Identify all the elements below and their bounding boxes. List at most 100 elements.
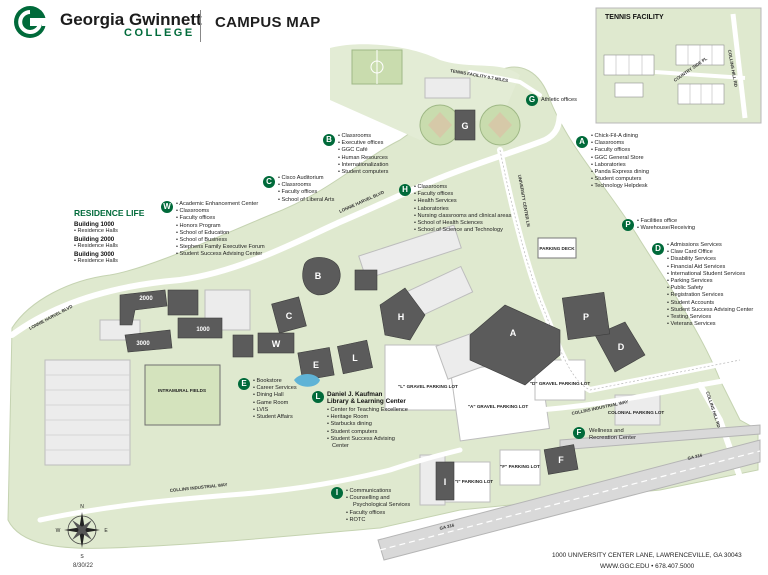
- residence-list: Building 1000 • Residence Halls Building…: [74, 221, 118, 264]
- legend-F-text: Wellness and Recreation Center: [589, 428, 636, 443]
- badge-D: D: [652, 243, 664, 255]
- building-3000: [124, 329, 173, 353]
- lot-label: "F" PARKING LOT: [500, 464, 540, 469]
- legend-item: Veterans Services: [667, 321, 753, 328]
- lot-label: COLONIAL PARKING LOT: [608, 410, 665, 415]
- legend-item: Recreation Center: [589, 435, 637, 442]
- building-letter: H: [398, 312, 405, 322]
- legend-item: Student Success Advising Center: [176, 251, 265, 258]
- legend-L-list: Center for Teaching Excellence Heritage …: [327, 407, 408, 450]
- legend-item: School of Liberal Arts: [278, 197, 335, 204]
- page-title: CAMPUS MAP: [215, 14, 321, 31]
- legend-item: Human Resources: [338, 155, 388, 162]
- legend-item: Faculty offices: [414, 191, 511, 198]
- legend-item: Center: [332, 443, 349, 450]
- compass-rose: [64, 512, 100, 548]
- legend-item: Classrooms: [278, 182, 334, 189]
- ggc-logo-icon: [14, 6, 46, 38]
- legend-item: Student Accounts: [667, 300, 753, 307]
- legend-L-title: Daniel J. Kaufman: [327, 391, 383, 398]
- legend-item: Academic Enhancement Center: [176, 201, 265, 208]
- legend-item: Counselling and: [346, 495, 410, 502]
- residence-building-detail: • Residence Halls: [74, 258, 118, 264]
- legend-item: Claw Card Office: [667, 249, 753, 256]
- legend-item: Classrooms: [414, 184, 511, 191]
- building-D: [594, 321, 646, 373]
- compass-w: W: [56, 528, 61, 534]
- legend-item: Testing Services: [667, 314, 753, 321]
- residence-label: 3000: [136, 341, 150, 347]
- lot-label: "I" PARKING LOT: [455, 479, 493, 484]
- legend-item: Student computers: [338, 169, 389, 176]
- legend-item: Faculty offices: [176, 215, 265, 222]
- header-divider: [200, 10, 201, 42]
- legend-item: School of Business: [176, 237, 265, 244]
- residence-building-detail: • Residence Halls: [74, 228, 118, 234]
- building-letter: W: [272, 339, 281, 349]
- lot-F: [499, 449, 541, 486]
- badge-C: C: [263, 176, 275, 188]
- brand-subtitle: COLLEGE: [124, 27, 195, 39]
- legend-item: Wellness and: [589, 428, 624, 434]
- legend-B-list: Classrooms Executive offices GGC Café Hu…: [338, 133, 389, 176]
- legend-item: Communications: [346, 488, 410, 495]
- road-collins-hill-rd: [697, 382, 751, 503]
- legend-item: Laboratories: [414, 206, 511, 213]
- road-label: GA 316: [439, 522, 455, 531]
- legend-item: Classrooms: [338, 133, 388, 140]
- legend-item: GGC General Store: [591, 155, 649, 162]
- badge-G: G: [526, 94, 538, 106]
- legend-item: Disability Services: [667, 256, 753, 263]
- legend-C-list: Cisco Auditorium Classrooms Faculty offi…: [278, 175, 335, 204]
- legend-item: Chick-Fil-A dining: [591, 133, 649, 140]
- building-letter: A: [510, 328, 517, 338]
- building-1000: [177, 317, 223, 339]
- legend-item: Internationalization: [338, 162, 389, 169]
- residence-label: 1000: [196, 327, 210, 333]
- legend-A-list: Chick-Fil-A dining Classrooms Faculty of…: [591, 133, 649, 191]
- legend-item: School of Education: [176, 230, 265, 237]
- building-H: [379, 287, 426, 341]
- building-letter: E: [313, 360, 319, 370]
- west-parking-lot: [44, 359, 131, 466]
- residence-life-title: RESIDENCE LIFE: [74, 208, 145, 218]
- legend-item: Technology Helpdesk: [591, 183, 649, 190]
- lot-label: INTRAMURAL FIELDS: [158, 388, 206, 393]
- footer-contact: WWW.GGC.EDU • 678.407.5000: [600, 563, 695, 570]
- map-date: 8/30/22: [73, 563, 94, 569]
- road-label: LONNIE HARVEL BLVD: [28, 304, 73, 331]
- building-B: [302, 257, 341, 296]
- badge-E: E: [238, 378, 250, 390]
- legend-item: Admissions Services: [667, 242, 753, 249]
- legend-item: Parking Services: [667, 278, 753, 285]
- legend-item: ROTC: [346, 517, 410, 524]
- building-letter: C: [286, 311, 293, 321]
- legend-item: School of Science and Technology: [414, 227, 511, 234]
- compass-n: N: [80, 504, 84, 510]
- building-letter: G: [461, 121, 468, 131]
- legend-item: Heritage Room: [327, 414, 408, 421]
- legend-item: Honors Program: [176, 223, 265, 230]
- lot-label: "A" GRAVEL PARKING LOT: [468, 404, 528, 409]
- building-F: [543, 444, 579, 475]
- legend-item: School of Health Sciences: [414, 220, 511, 227]
- legend-G-text: Athletic offices: [541, 97, 577, 103]
- legend-item: Stephens Family Executive Forum: [176, 244, 265, 251]
- legend-item: Faculty offices: [346, 510, 410, 517]
- legend-E-list: Bookstore Career Services Dining Hall Ga…: [253, 378, 297, 421]
- legend-item: Center for Teaching Excellence: [327, 407, 408, 414]
- compass-e: E: [104, 528, 108, 534]
- tennis-road-label: COLLINS HILL RD: [727, 49, 738, 87]
- residence-building-detail: • Residence Halls: [74, 243, 118, 249]
- building-letter: I: [444, 477, 447, 487]
- legend-item: Bookstore: [253, 378, 297, 385]
- residence-label: 2000: [139, 296, 153, 302]
- building-L: [337, 339, 373, 375]
- road-label: UNIVERSITY CENTER LN: [517, 174, 531, 227]
- badge-I: I: [331, 487, 343, 499]
- legend-item: Panda Express dining: [591, 169, 649, 176]
- badge-B: B: [323, 134, 335, 146]
- badge-W: W: [161, 201, 173, 213]
